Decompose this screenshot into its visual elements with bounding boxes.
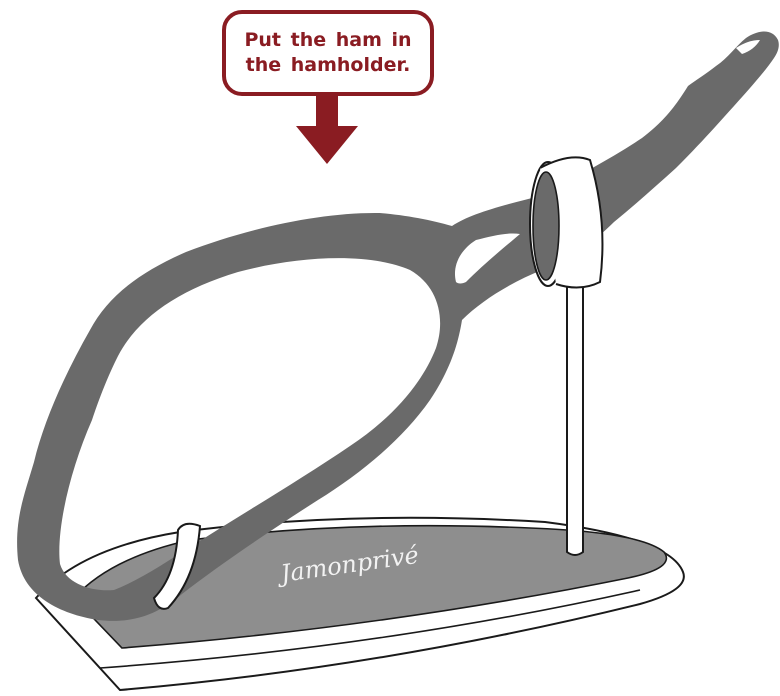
down-arrow-icon (296, 96, 358, 164)
instruction-callout: Put the ham in the hamholder. (222, 10, 434, 96)
hoof-highlight-2 (688, 69, 700, 80)
ring-clamp-front (533, 172, 559, 280)
support-post (567, 276, 583, 555)
instruction-text: Put the ham in the hamholder. (238, 28, 418, 78)
